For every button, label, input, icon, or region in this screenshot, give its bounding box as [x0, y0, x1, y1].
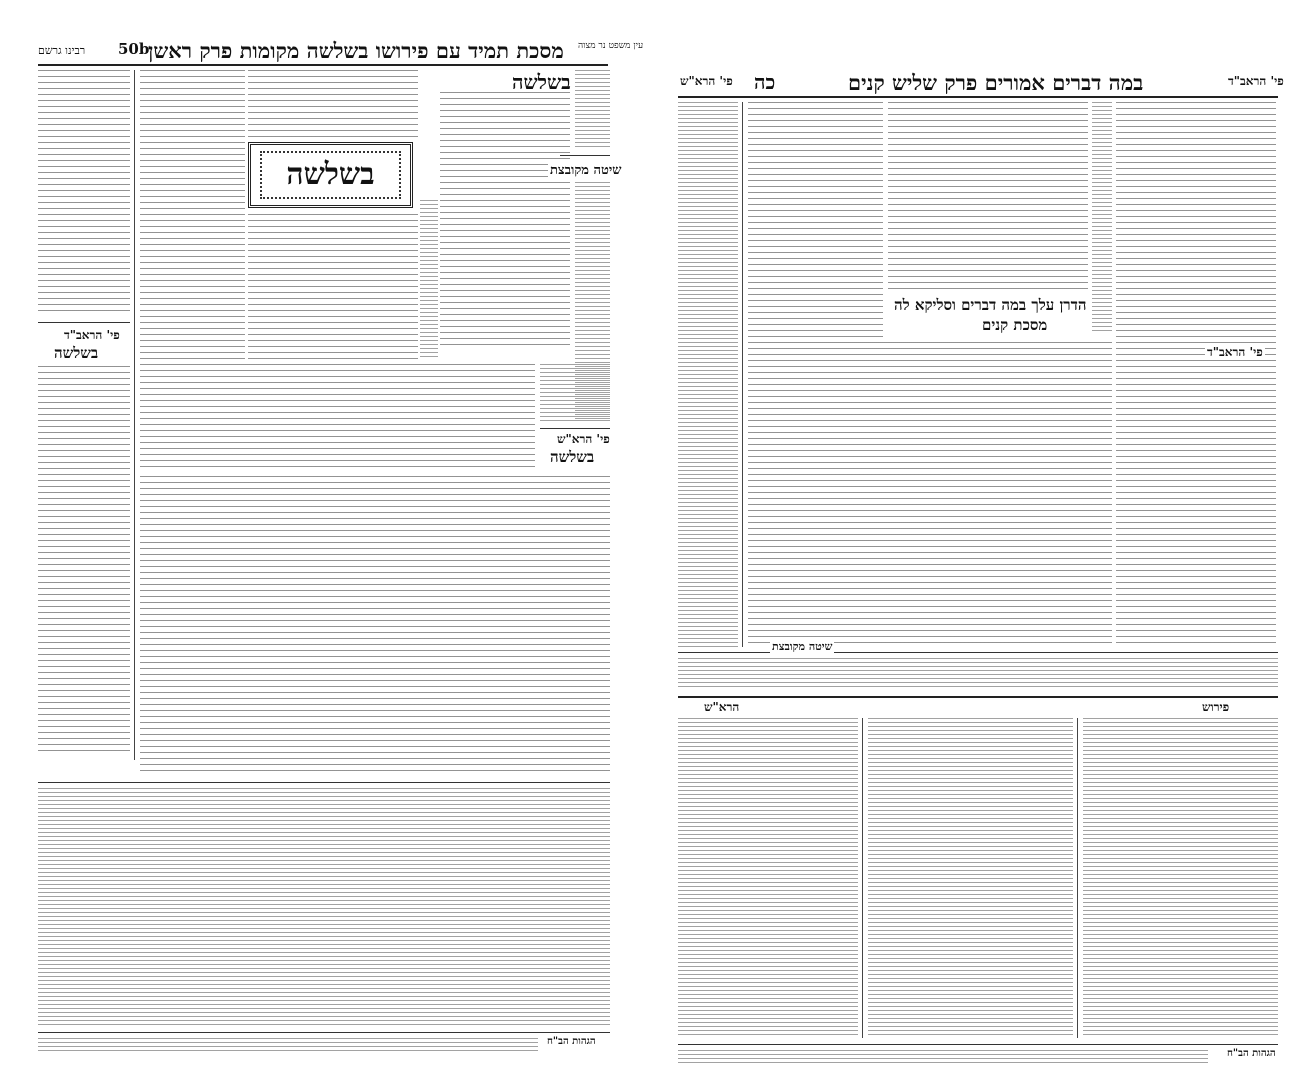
right-header-rule [678, 96, 1278, 98]
right-bottom-vrule-1 [862, 718, 863, 1038]
right-perush-heading: פירוש [1200, 700, 1232, 715]
left-footnote-rule [38, 1032, 610, 1033]
left-masoret-column [575, 70, 610, 150]
left-footer-notes-label: הגהות הב"ח [545, 1036, 598, 1047]
right-footer-notes-label: הגהות הב"ח [1225, 1048, 1278, 1059]
left-mishnah-text [248, 214, 418, 359]
left-shita-rule-top [560, 155, 610, 156]
left-rashi-middle [140, 364, 535, 472]
left-rosh-rule [540, 428, 610, 429]
right-footnotes [678, 1050, 1208, 1064]
right-shita-notes [678, 658, 1278, 690]
right-shita-heading: שיטה מקובצת [770, 640, 835, 653]
left-bottom-rule [38, 782, 610, 783]
left-outer-divider [38, 322, 130, 323]
right-upper-text-a [748, 102, 883, 337]
left-rosh-word: בשלשה [548, 448, 597, 467]
left-catchword: בשלשה [510, 70, 573, 95]
left-side-notes [420, 200, 438, 360]
left-upper-commentary-a [140, 70, 245, 360]
right-upper-text-b [888, 102, 1088, 292]
right-raavad-column [1116, 102, 1276, 647]
right-raavad-heading: פי' הראב"ד [1205, 345, 1265, 360]
right-bottom-vrule-2 [1077, 718, 1078, 1038]
right-header-page-number: כה [754, 70, 776, 94]
right-header-author: פי' הראב"ד [1228, 74, 1284, 88]
left-shita-heading: שיטה מקובצת [548, 162, 624, 178]
left-header-title: מסכת תמיד עם פירושו בשלשה מקומות פרק ראש… [148, 38, 564, 63]
left-page: רבינו גרשם 50b מסכת תמיד עם פירושו בשלשה… [0, 0, 644, 1090]
left-outer-commentary-bottom [38, 366, 130, 756]
left-footnotes [38, 1038, 538, 1054]
right-outer-left-vrule [742, 102, 743, 647]
right-masechet-line: מסכת קנים [980, 316, 1050, 335]
left-header-page-number: 50b [118, 40, 150, 58]
left-gemara-top [440, 92, 570, 347]
right-rosh-heading: הרא"ש [702, 700, 742, 715]
right-footnote-rule [678, 1044, 1278, 1045]
left-outer-vrule [134, 70, 135, 760]
right-middle-rule [678, 652, 1278, 653]
right-bottom-col-2 [868, 718, 1073, 1038]
left-header-source-ref: עין משפט נר מצוה [578, 41, 644, 51]
right-middle-commentary [748, 342, 1112, 647]
left-bottom-commentary [38, 788, 610, 1028]
right-outer-left-column [678, 102, 738, 647]
right-perush-rule [678, 696, 1278, 698]
left-outer-commentary-top [38, 70, 130, 315]
left-header-author: רבינו גרשם [38, 44, 86, 57]
left-raavad-heading: פי' הראב"ד [62, 328, 122, 343]
left-upper-commentary-b [248, 70, 418, 140]
right-bottom-col-3 [1083, 718, 1278, 1038]
left-raavad-word: בשלשה [52, 344, 101, 363]
right-masoret-column [1092, 102, 1112, 332]
left-rosh-side [540, 364, 610, 424]
right-bottom-col-1 [678, 718, 858, 1038]
left-header-rule [38, 64, 608, 66]
left-rosh-heading: פי' הרא"ש [555, 432, 612, 447]
left-main-commentary-lower [140, 476, 610, 776]
right-page: פי' הרא"ש כה במה דברים אמורים פרק שליש ק… [660, 0, 1300, 1090]
right-header-title: במה דברים אמורים פרק שליש קנים [848, 70, 1144, 95]
left-ornament-word: בשלשה [260, 150, 401, 200]
right-header-commentary-label: פי' הרא"ש [680, 74, 733, 88]
left-ornament-box: בשלשה [248, 142, 413, 208]
right-hadran-line: הדרן עלך במה דברים וסליקא לה [892, 296, 1089, 315]
